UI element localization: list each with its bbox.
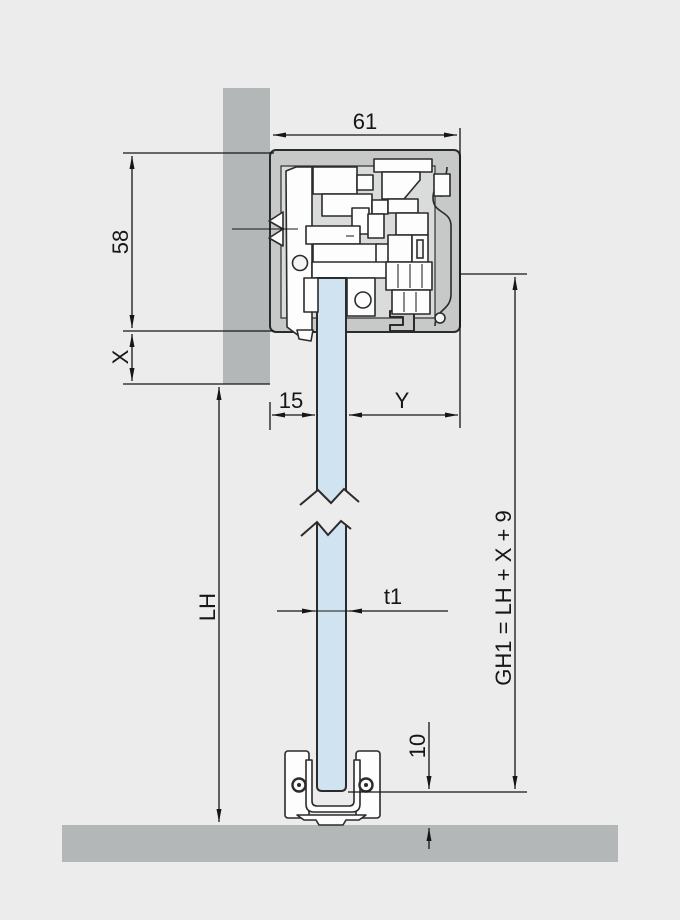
dim-x-offset: X [108,334,135,381]
screw-hole [291,254,309,272]
anti-jump-clip [268,211,284,230]
screw-channel [389,310,415,332]
anti-jump-clip [268,228,284,247]
dim-profile-height: 58 [108,156,135,328]
dim-label-61: 61 [353,109,377,134]
dim-label-10: 10 [405,734,430,758]
dim-label-gh1: GH1 = LH + X + 9 [491,510,516,685]
u-channel [305,759,361,813]
extension-lines [123,128,527,793]
dim-label-t1: t1 [384,584,402,609]
mount-bracket [373,158,433,173]
wall-section [223,88,270,384]
clamp-body [311,261,397,279]
dim-wall-clearance: 15 [272,388,315,418]
guide-foot [296,814,367,826]
glass-panel [299,277,360,792]
dim-label-15: 15 [279,388,303,413]
dim-glass-height: GH1 = LH + X + 9 [491,277,518,789]
dim-track-width: 61 [273,109,457,138]
dim-label-x: X [108,349,133,364]
carriage-mechanism [268,158,451,342]
plate-tab [296,329,314,342]
dim-label-y: Y [395,388,410,413]
glass-clamp-jaws [303,277,376,317]
dim-label-lh: LH [195,593,220,621]
dim-clear-height: LH [195,387,222,822]
dim-glass-thickness: t1 [277,584,448,614]
channel-boss-bottom [434,312,446,324]
dim-label-58: 58 [108,230,133,254]
dim-y-clearance: Y [349,388,458,418]
floor-section [62,825,618,862]
dim-floor-gap: 10 [405,722,432,849]
break-symbol [299,487,360,537]
adjustment-bar [305,225,361,245]
